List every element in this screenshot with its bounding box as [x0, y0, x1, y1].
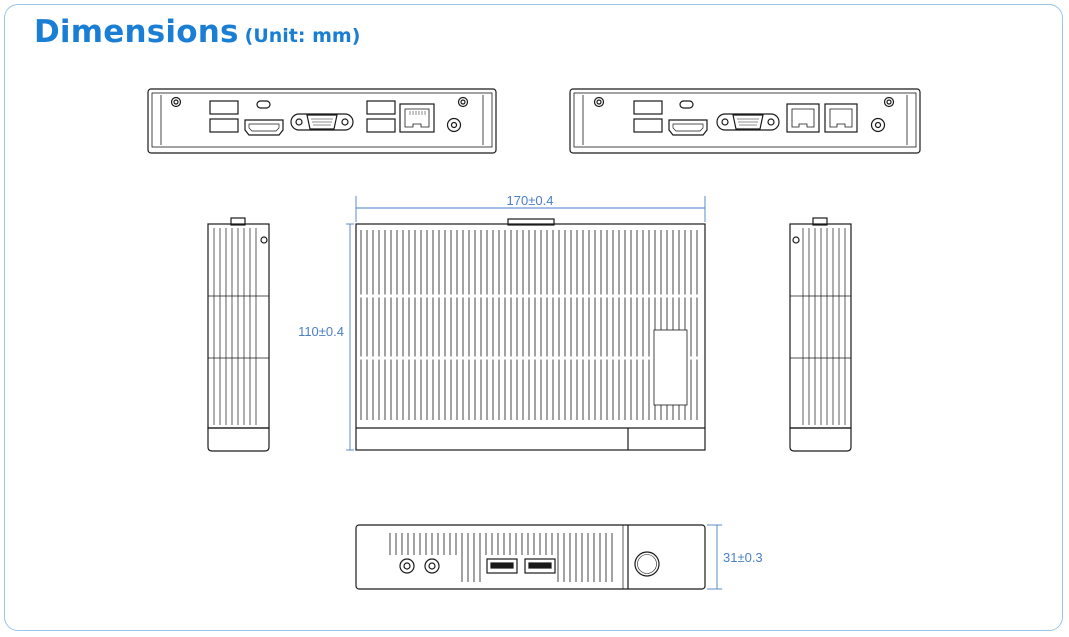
screw-hole-icon: [170, 96, 182, 108]
rear-view-dual-lan: [569, 88, 921, 154]
audio-jack-icon: [424, 558, 440, 574]
heatsink-fins: [360, 230, 698, 420]
width-dimension-line: [355, 196, 706, 222]
figure-title: Dimensions(Unit: mm): [34, 14, 360, 50]
screw-hole-icon: [883, 96, 895, 108]
width-label: 170±0.4: [507, 193, 554, 208]
right-side-view: [789, 217, 852, 452]
usb-port-icon: [633, 118, 663, 133]
rear-view-single-lan: [147, 88, 497, 154]
power-jack-icon: [870, 117, 886, 133]
lan-port-icon: [824, 103, 858, 133]
height-dimension-line: [707, 524, 722, 590]
depth-dimension-line: [346, 223, 354, 451]
vga-port-icon: [716, 113, 780, 131]
unit-label: (Unit: mm): [244, 25, 361, 47]
figure-frame: [4, 4, 1063, 631]
usb-port-icon: [209, 100, 239, 115]
top-view: [355, 218, 706, 451]
left-side-view: [207, 217, 270, 452]
hdmi-port-icon: [668, 119, 708, 136]
lan-port-icon: [786, 103, 820, 133]
vga-port-icon: [290, 113, 354, 131]
usb-port-icon: [486, 558, 518, 574]
screw-hole-icon: [593, 96, 605, 108]
indicator-led-icon: [679, 100, 694, 109]
hdmi-port-icon: [244, 119, 284, 136]
height-label: 31±0.3: [723, 550, 763, 565]
power-jack-icon: [446, 117, 462, 133]
indicator-led-icon: [256, 100, 271, 109]
usb-port-icon: [524, 558, 556, 574]
usb-port-icon: [633, 100, 663, 115]
power-button-icon: [634, 551, 660, 577]
title-text: Dimensions: [34, 14, 239, 50]
usb-port-icon: [209, 118, 239, 133]
audio-jack-icon: [399, 558, 415, 574]
front-view: [355, 524, 706, 590]
usb-port-icon: [366, 118, 396, 133]
lan-port-icon: [399, 103, 435, 133]
screw-hole-icon: [457, 96, 469, 108]
depth-label: 110±0.4: [298, 324, 344, 339]
usb-port-icon: [366, 100, 396, 115]
